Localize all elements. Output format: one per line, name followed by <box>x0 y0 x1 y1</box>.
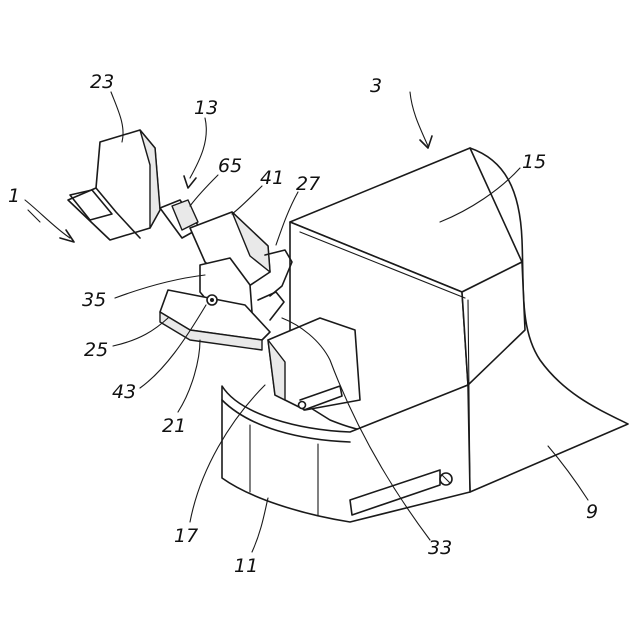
leader-23 <box>111 92 123 142</box>
label-9: 9 <box>586 501 598 523</box>
label-41: 41 <box>260 167 284 189</box>
label-23: 23 <box>90 71 114 93</box>
label-3: 3 <box>370 75 382 97</box>
pin-icon <box>299 402 306 409</box>
label-17: 17 <box>174 525 198 547</box>
leader-41 <box>232 186 262 214</box>
leader-1 <box>25 200 70 238</box>
label-65: 65 <box>218 155 242 177</box>
label-27: 27 <box>296 173 320 195</box>
label-11: 11 <box>234 555 258 577</box>
blade-holder <box>268 318 360 410</box>
label-33: 33 <box>428 537 452 559</box>
cartridge-assembly <box>68 130 292 350</box>
label-43: 43 <box>112 381 136 403</box>
label-25: 25 <box>84 339 108 361</box>
leader-21 <box>178 340 200 412</box>
leader-13 <box>190 118 206 178</box>
label-13: 13 <box>194 97 218 119</box>
leader-11 <box>252 498 268 552</box>
leader-3 <box>410 92 428 146</box>
label-21: 21 <box>162 415 186 437</box>
label-35: 35 <box>82 289 106 311</box>
label-15: 15 <box>522 151 546 173</box>
hole-center <box>210 298 214 302</box>
label-1: 1 <box>8 185 20 207</box>
